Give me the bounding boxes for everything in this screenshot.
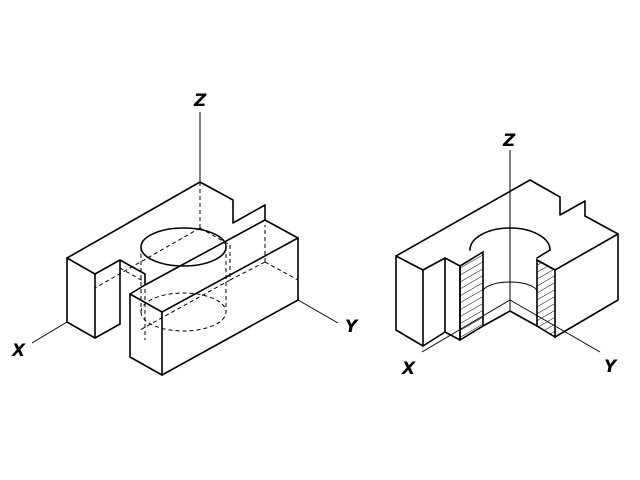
right-visible-edges	[395, 179, 619, 347]
left-x-label: X	[11, 341, 26, 361]
left-z-label: Z	[193, 91, 207, 111]
right-section-figure: Z X Y	[395, 131, 619, 379]
left-x-axis	[31, 321, 68, 344]
right-cut-hatch	[536, 258, 556, 339]
left-cut-hatch	[459, 250, 484, 342]
left-visible-edges	[66, 181, 299, 376]
right-z-label: Z	[502, 131, 516, 151]
left-isometric-figure: Z X Y	[11, 91, 359, 376]
left-y-axis	[297, 299, 339, 324]
right-x-label: X	[401, 359, 416, 379]
right-y-label: Y	[604, 357, 618, 377]
left-y-label: Y	[345, 317, 359, 337]
